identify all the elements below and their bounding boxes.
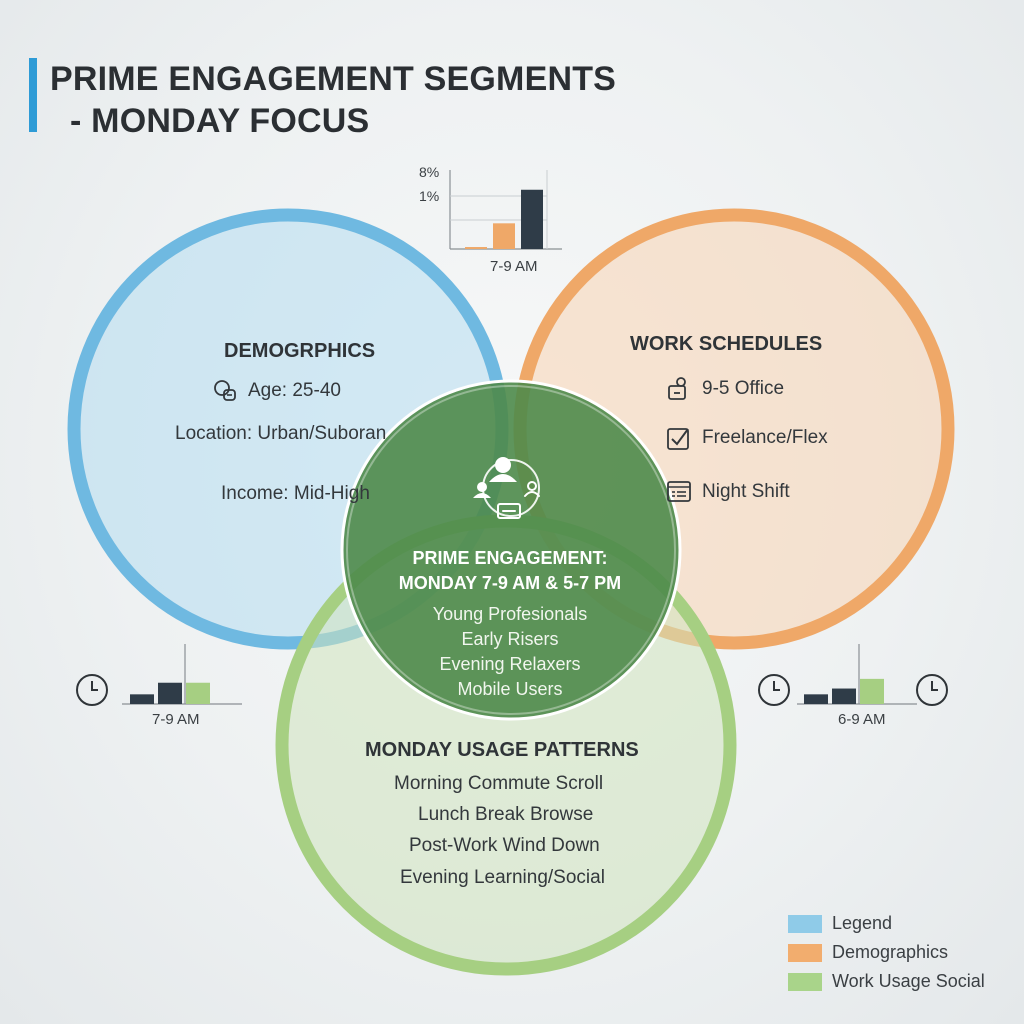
- clock-icon: [916, 674, 948, 706]
- page-title: PRIME ENGAGEMENT SEGMENTS - MONDAY FOCUS: [50, 58, 616, 142]
- demographics-income: Income: Mid-High: [221, 483, 370, 504]
- prime-engagement-title-line-1: PRIME ENGAGEMENT:: [412, 548, 608, 568]
- bar: [521, 189, 543, 249]
- work-item-freelance: Freelance/Flex: [666, 425, 828, 451]
- prime-engagement-item: Evening Relaxers: [439, 654, 581, 674]
- legend-label: Work Usage Social: [832, 971, 985, 991]
- work-schedules-title: WORK SCHEDULES: [630, 333, 823, 355]
- demographics-title: DEMOGRPHICS: [224, 340, 376, 362]
- bar: [860, 678, 884, 704]
- usage-pattern-item: Evening Learning/Social: [400, 867, 605, 888]
- left-usage-bar-chart: [122, 644, 242, 705]
- schedule-list-icon: [667, 481, 691, 502]
- demographics-age-row: Age: 25-40: [212, 378, 341, 404]
- usage-pattern-item: Post-Work Wind Down: [409, 835, 600, 856]
- legend-swatch: [788, 943, 822, 962]
- bar: [130, 694, 154, 704]
- y-tick-label: 8%: [419, 164, 439, 180]
- bar: [804, 694, 828, 704]
- left-chart-x-label: 7-9 AM: [152, 711, 200, 728]
- prime-engagement-circle: [340, 379, 682, 721]
- people-group-icon: [214, 380, 236, 401]
- checkbox-icon: [667, 428, 689, 450]
- legend-item: Demographics: [788, 942, 948, 963]
- clock-icon: [76, 674, 108, 706]
- briefcase-icon: [668, 377, 686, 400]
- right-usage-bar-chart: [797, 644, 917, 705]
- clock-icon: [758, 674, 790, 706]
- demographics-location: Location: Urban/Suboran: [175, 423, 387, 444]
- bar: [186, 682, 210, 704]
- right-chart-x-label: 6-9 AM: [838, 711, 886, 728]
- bar: [832, 688, 856, 704]
- work-item-night-shift: Night Shift: [666, 479, 790, 505]
- usage-pattern-item: Morning Commute Scroll: [394, 773, 604, 794]
- center-circle-rim: [346, 385, 676, 715]
- work-item-office: 9-5 Office: [666, 376, 784, 402]
- work-item-freelance-label: Freelance/Flex: [702, 427, 828, 448]
- prime-engagement-item: Young Profesionals: [432, 604, 588, 624]
- prime-engagement-item: Early Risers: [461, 629, 559, 649]
- legend-label: Legend: [832, 913, 893, 933]
- legend-item: Legend: [788, 913, 892, 934]
- bar: [465, 247, 487, 249]
- page-title-line-2: - MONDAY FOCUS: [70, 102, 370, 140]
- bar: [493, 223, 515, 249]
- title-accent-bar: [29, 58, 37, 132]
- work-item-night-shift-label: Night Shift: [702, 481, 790, 502]
- prime-engagement-title-line-2: MONDAY 7-9 AM & 5-7 PM: [398, 573, 622, 593]
- usage-patterns-title: MONDAY USAGE PATTERNS: [365, 739, 639, 761]
- demographics-age: Age: 25-40: [248, 380, 341, 401]
- legend-item: Work Usage Social: [788, 971, 985, 992]
- prime-engagement-item: Mobile Users: [457, 679, 563, 699]
- page-title-line-1: PRIME ENGAGEMENT SEGMENTS: [50, 60, 617, 98]
- bar: [158, 682, 182, 704]
- audience-network-icon: [473, 457, 540, 519]
- y-tick-label: 1%: [419, 188, 439, 204]
- legend-swatch: [788, 972, 822, 991]
- top-engagement-bar-chart: 8% 1%: [419, 164, 562, 250]
- legend-swatch: [788, 914, 822, 933]
- top-chart-x-label: 7-9 AM: [490, 258, 538, 275]
- usage-pattern-item: Lunch Break Browse: [418, 804, 594, 825]
- legend-label: Demographics: [832, 942, 949, 962]
- work-item-office-label: 9-5 Office: [702, 378, 785, 399]
